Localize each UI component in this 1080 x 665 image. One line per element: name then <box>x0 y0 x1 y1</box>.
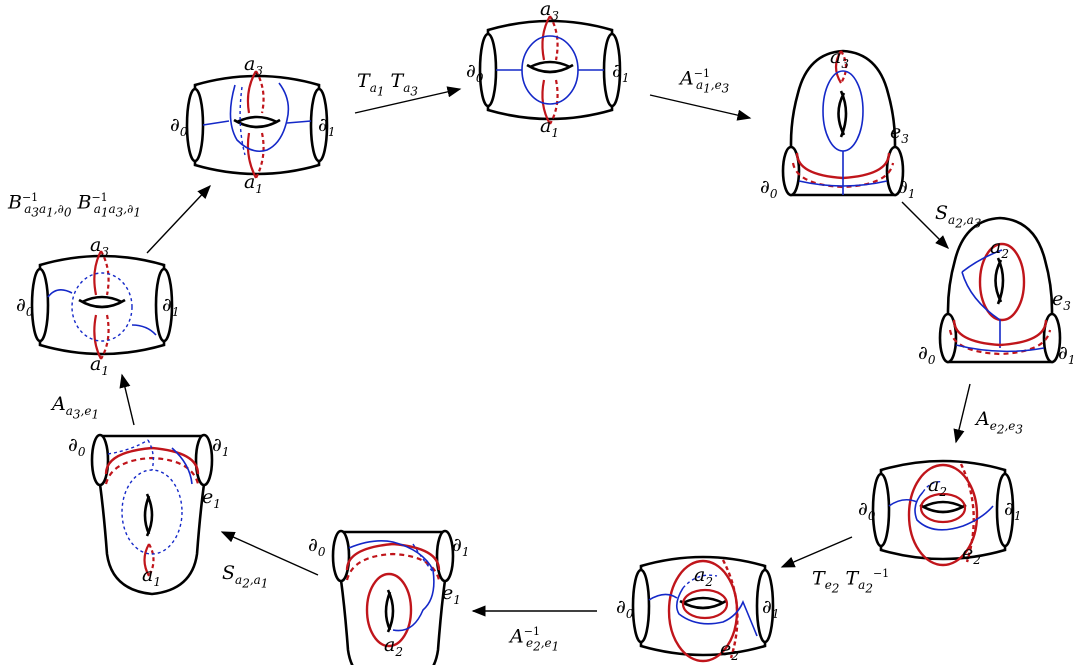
curve-a1-label: a1 <box>142 564 161 589</box>
curve-a1-label: a1 <box>244 171 263 196</box>
surface-4 <box>938 216 1062 364</box>
curve-a3-label: a3 <box>90 234 109 259</box>
boundary-1-label: ∂1 <box>318 114 336 139</box>
boundary-1-label: ∂1 <box>612 60 630 85</box>
curve-a2-label: a2 <box>928 474 947 499</box>
boundary-1-label: ∂1 <box>1058 342 1076 367</box>
surface-2 <box>478 15 622 125</box>
curve-a3-label: a3 <box>540 0 559 23</box>
surface-9 <box>30 250 174 360</box>
surface-1 <box>185 70 329 179</box>
arrow-label-5: Te2 Ta2−1 <box>812 567 890 596</box>
curve-e2-label: e2 <box>962 542 981 567</box>
curve-a3-label: a3 <box>244 53 263 78</box>
arrow-label-3: Sa2,a3 <box>935 202 982 231</box>
boundary-1-label: ∂1 <box>898 176 916 201</box>
arrow-label-8: Aa3,e1 <box>52 393 100 422</box>
curve-a2-label: a2 <box>990 236 1009 261</box>
curve-a1-label: a1 <box>540 115 559 140</box>
arrows <box>119 86 971 617</box>
surface-8 <box>90 433 214 596</box>
curve-a3-label: a3 <box>830 46 849 71</box>
curve-a1-label: a1 <box>90 353 109 378</box>
curve-a2-label: a2 <box>694 564 713 589</box>
arrow-label-7: Sa2,a1 <box>222 562 269 591</box>
boundary-0-label: ∂0 <box>68 434 86 459</box>
arrow-label-2: A−1a1,e3 <box>680 67 730 96</box>
curve-a2-label: a2 <box>384 634 403 659</box>
curve-e1-label: e1 <box>442 582 461 607</box>
arrow-1 <box>354 86 462 114</box>
boundary-0-label: ∂0 <box>760 176 778 201</box>
boundary-1-label: ∂1 <box>452 534 470 559</box>
boundary-0-label: ∂0 <box>308 534 326 559</box>
boundary-0-label: ∂0 <box>616 596 634 621</box>
surface-6 <box>631 555 775 663</box>
boundary-0-label: ∂0 <box>918 342 936 367</box>
boundary-0-label: ∂0 <box>16 294 34 319</box>
curve-e2-label: e2 <box>720 638 739 663</box>
arrow-label-6: A−1e2,e1 <box>510 625 560 654</box>
curve-e3-label: e3 <box>1052 288 1071 313</box>
arrow-label-4: Ae2,e3 <box>976 408 1024 437</box>
boundary-1-label: ∂1 <box>1004 498 1022 523</box>
boundary-0-label: ∂0 <box>170 114 188 139</box>
surface-7 <box>331 529 455 665</box>
arrow-2 <box>649 94 752 121</box>
curve-e3-label: e3 <box>890 121 909 146</box>
arrow-7 <box>220 531 319 576</box>
surface-3 <box>781 49 905 197</box>
curve-e1-label: e1 <box>202 486 221 511</box>
boundary-1-label: ∂1 <box>762 596 780 621</box>
boundary-0-label: ∂0 <box>858 498 876 523</box>
arrow-5 <box>780 536 853 568</box>
arrow-8 <box>119 373 135 426</box>
boundary-1-label: ∂1 <box>162 294 180 319</box>
boundary-0-label: ∂0 <box>466 60 484 85</box>
surface-5 <box>871 459 1015 567</box>
arrow-3 <box>901 201 949 249</box>
arrow-9 <box>146 184 211 254</box>
arrow-4 <box>953 383 971 444</box>
arrow-label-9: B−1a3a1,∂0 B−1a1a3,∂1 <box>8 191 141 220</box>
boundary-1-label: ∂1 <box>212 434 230 459</box>
arrow-label-1: Ta1 Ta3 <box>357 70 419 99</box>
